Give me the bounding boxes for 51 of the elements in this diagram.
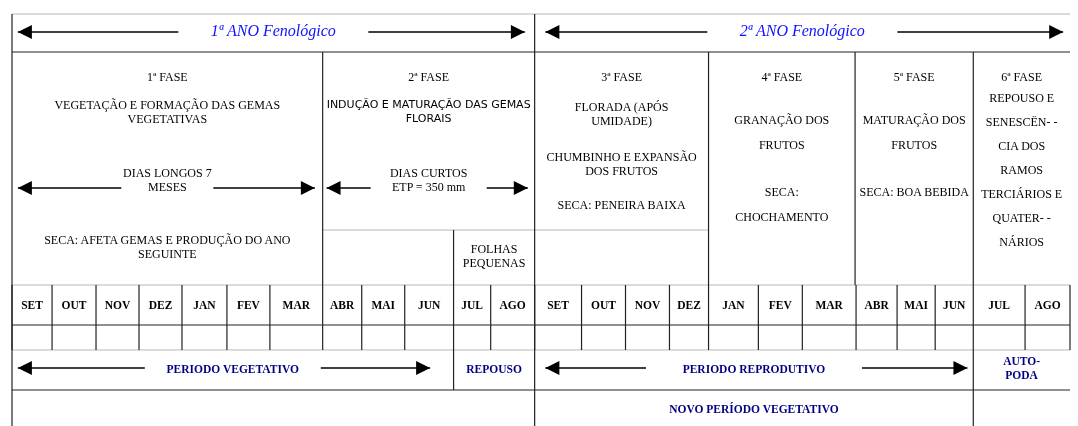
phase-note: FOLHAS PEQUENAS (461, 242, 527, 270)
month-label: FEV (235, 298, 261, 312)
period-label: NOVO PERÍODO VEGETATIVO (668, 402, 840, 416)
month-label: JUL (460, 298, 484, 312)
phase-heading: 1ª FASE (145, 70, 189, 84)
month-label: SET (546, 298, 570, 312)
drought-effect: SECA: PENEIRA BAIXA (556, 198, 687, 212)
period-label: REPOUSO (465, 362, 523, 376)
month-label: AGO (498, 298, 527, 312)
month-label: JUN (942, 298, 967, 312)
drought-effect: SECA: BOA BEBIDA (859, 184, 970, 201)
month-label: NOV (633, 298, 662, 312)
phase-description: CHUMBINHO E EXPANSÃO DOS FRUTOS (545, 150, 698, 178)
phase-description: GRANAÇÃO DOS FRUTOS (733, 112, 831, 154)
phase-description: FLORADA (APÓS UMIDADE) (573, 100, 670, 128)
month-label: DEZ (676, 298, 702, 312)
phase-description: VEGETAÇÃO E FORMAÇÃO DAS GEMAS VEGETATIVAS (53, 98, 282, 126)
month-label: JUN (416, 298, 442, 312)
month-label: OUT (590, 298, 617, 312)
month-label: JAN (192, 298, 217, 312)
phase-heading: 3ª FASE (600, 70, 643, 84)
month-label: ABR (863, 298, 890, 312)
month-label: MAR (814, 298, 844, 312)
month-label: AGO (1033, 298, 1062, 312)
month-label: FEV (767, 298, 793, 312)
phase-heading: 4ª FASE (760, 70, 804, 84)
month-label: MAR (281, 298, 311, 312)
year-heading: 1ª ANO Fenológico (209, 22, 337, 40)
period-label: PERIODO REPRODUTIVO (681, 362, 827, 376)
phase-description: MATURAÇÃO DOS FRUTOS (861, 112, 967, 154)
month-label: SET (20, 298, 44, 312)
period-label: AUTO- PODA (1002, 354, 1042, 382)
month-label: MAI (903, 298, 929, 312)
phase-description: REPOUSO E SENESCËN- -CIA DOS RAMOS TERCIÁRIOS E QUATER- -NÁRIOS (980, 90, 1064, 251)
month-label: OUT (60, 298, 88, 312)
phase-description: INDUÇÃO E MATURAÇÃO DAS GEMAS FLORAIS (325, 98, 532, 126)
phase-heading: 6ª FASE (1000, 70, 1043, 84)
drought-effect: SECA: AFETA GEMAS E PRODUÇÃO DO ANO SEGUINTE (43, 233, 292, 261)
phase-heading: 5ª FASE (892, 70, 936, 84)
drought-effect: SECA: CHOCHAMENTO (734, 184, 830, 226)
phase-duration: DIAS LONGOS 7 MESES (122, 166, 213, 194)
period-label: PERIODO VEGETATIVO (165, 362, 300, 376)
month-label: ABR (329, 298, 356, 312)
month-label: NOV (103, 298, 132, 312)
month-label: JUL (987, 298, 1012, 312)
phase-duration: DIAS CURTOS ETP = 350 mm (388, 166, 469, 194)
phase-heading: 2ª FASE (407, 70, 450, 84)
month-label: JAN (721, 298, 746, 312)
year-heading: 2ª ANO Fenológico (738, 22, 866, 40)
month-label: DEZ (147, 298, 174, 312)
month-label: MAI (370, 298, 397, 312)
